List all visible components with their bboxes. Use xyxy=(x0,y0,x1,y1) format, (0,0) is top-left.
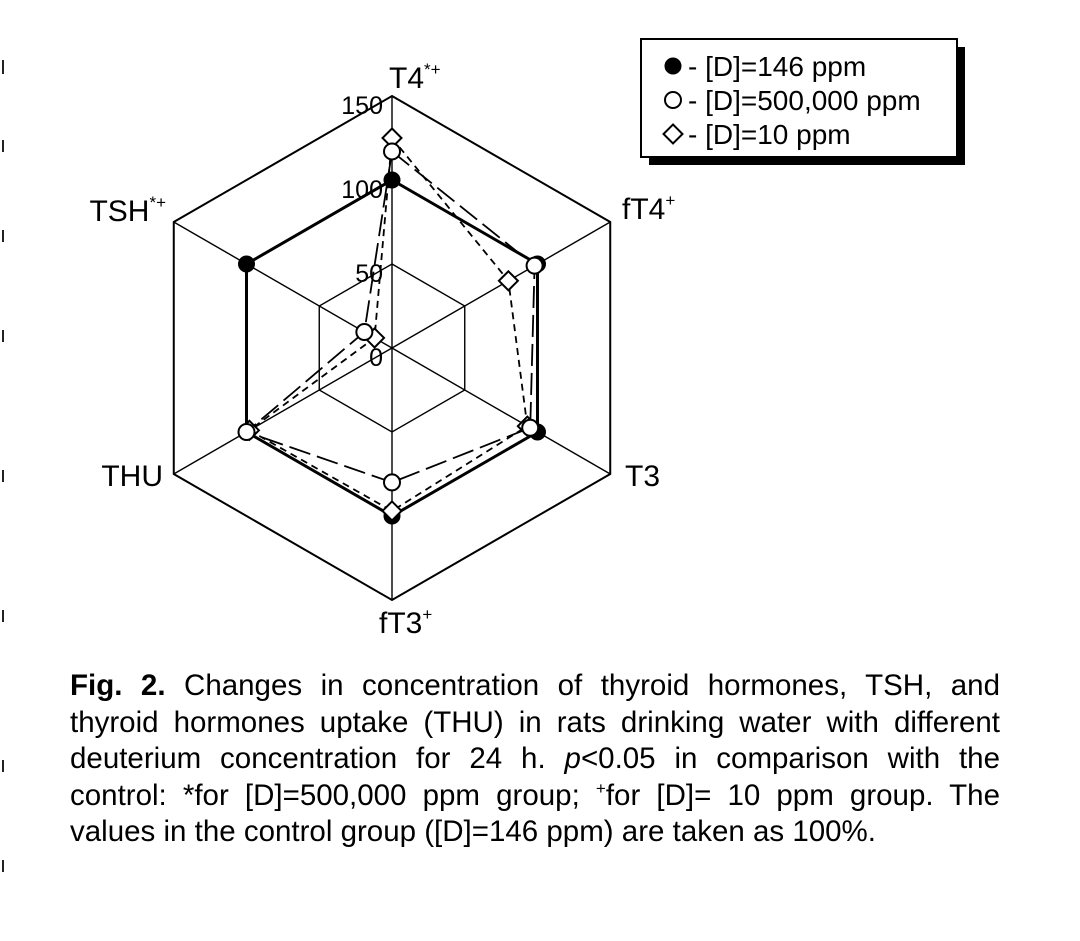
caption-text: Changes in concentration of thyroid horm… xyxy=(70,669,1000,775)
margin-mark xyxy=(2,610,4,622)
margin-mark xyxy=(2,60,4,74)
margin-mark xyxy=(2,860,4,872)
axis-spoke xyxy=(391,347,611,475)
data-point xyxy=(525,256,544,275)
axis-label: THU xyxy=(101,460,163,493)
axis-spoke xyxy=(391,221,611,349)
legend-entry: - [D]=10 ppm xyxy=(688,119,851,150)
tick-label: 100 xyxy=(341,176,383,204)
axis-labels: T4*+ fT4+ T3 fT3+ THU TSH*+ xyxy=(89,60,675,640)
data-point xyxy=(497,269,520,292)
legend: - [D]=146 ppm- [D]=500,000 ppm- [D]=10 p… xyxy=(640,38,965,165)
legend-entry: - [D]=500,000 ppm xyxy=(688,85,921,116)
tick-label: 50 xyxy=(355,260,383,288)
data-point xyxy=(662,123,684,145)
data-point xyxy=(383,171,401,189)
data-point xyxy=(521,418,540,437)
margin-mark xyxy=(2,760,4,772)
axis-label: T4*+ xyxy=(389,60,441,95)
tick-label: 150 xyxy=(341,92,383,120)
axis-label: T3 xyxy=(625,460,660,493)
data-point xyxy=(237,423,256,441)
data-point xyxy=(664,57,682,75)
axis-label: fT3+ xyxy=(379,605,432,640)
axis-label: TSH*+ xyxy=(89,193,166,228)
data-point xyxy=(383,142,401,161)
figure-caption: Fig. 2. Changes in concentration of thyr… xyxy=(70,668,1000,851)
margin-mark xyxy=(2,330,4,342)
data-point xyxy=(238,255,256,273)
axis-spoke xyxy=(173,221,393,349)
axis-label: fT4+ xyxy=(622,191,675,226)
margin-mark xyxy=(2,230,4,242)
axis-spoke xyxy=(173,347,393,475)
data-point xyxy=(383,473,401,492)
figure-label: Fig. 2. xyxy=(70,669,166,702)
series-line xyxy=(245,150,536,484)
data-point xyxy=(355,323,374,342)
series-layer xyxy=(237,127,546,525)
series-line xyxy=(248,137,529,512)
legend-entry: - [D]=146 ppm xyxy=(688,51,866,82)
p-symbol: p xyxy=(564,742,581,775)
plus-mark: + xyxy=(595,778,606,798)
legend-box xyxy=(640,38,958,158)
radial-tick-labels: 0 50 100 150 xyxy=(341,92,383,372)
caption-text: for [D]= 10 ppm group. The values in the… xyxy=(70,778,1000,849)
data-point xyxy=(381,500,403,522)
tick-label: 0 xyxy=(369,344,383,372)
margin-mark xyxy=(2,470,4,482)
caption-text: <0.05 in comparison with the control: *f… xyxy=(70,742,1000,812)
margin-mark xyxy=(2,140,4,152)
data-point xyxy=(664,91,682,109)
